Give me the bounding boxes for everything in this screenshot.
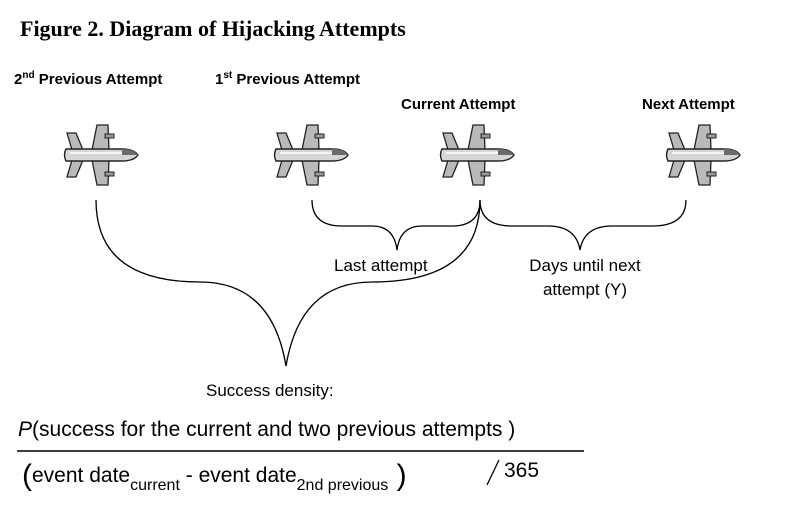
formula-divisor: 365 bbox=[504, 459, 540, 482]
label-last-attempt: Last attempt bbox=[334, 256, 428, 275]
brace-last-attempt bbox=[311, 199, 481, 251]
label-1st-previous-attempt: 1st Previous Attempt bbox=[215, 70, 361, 88]
airplane-icon-next bbox=[665, 124, 741, 186]
formula-numerator: P(success for the current and two previo… bbox=[18, 418, 516, 441]
airplane-icon-1st-previous bbox=[273, 124, 349, 186]
brace-success-density bbox=[95, 199, 481, 367]
label-next-attempt: Next Attempt bbox=[642, 96, 735, 113]
figure-title: Figure 2. Diagram of Hijacking Attempts bbox=[20, 16, 406, 41]
brace-days-until-next bbox=[479, 199, 687, 251]
formula-denominator: (event datecurrent - event date2nd previ… bbox=[22, 459, 407, 494]
airplane-icon-2nd-previous bbox=[63, 124, 139, 186]
label-2nd-previous-attempt: 2nd Previous Attempt bbox=[14, 70, 163, 88]
airplane-icon-current bbox=[439, 124, 515, 186]
label-current-attempt: Current Attempt bbox=[401, 96, 516, 113]
label-days-until-next: Days until next attempt (Y) bbox=[529, 256, 641, 299]
formula-division-slash bbox=[486, 459, 500, 486]
label-success-density: Success density: bbox=[206, 381, 334, 400]
